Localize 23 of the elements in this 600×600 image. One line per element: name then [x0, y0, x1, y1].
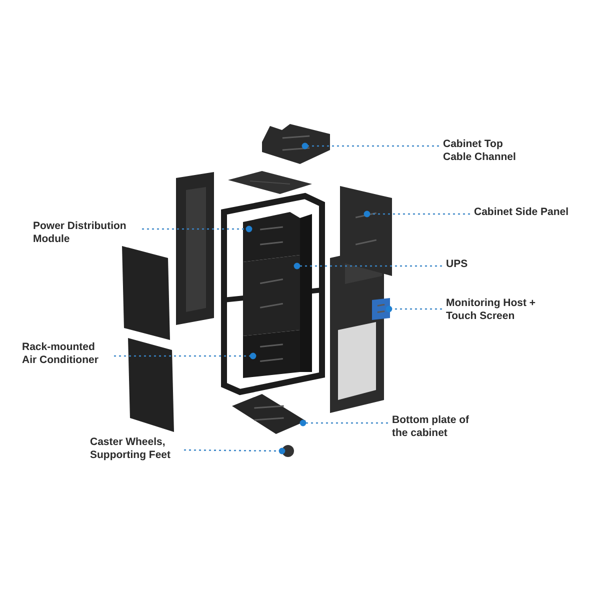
part-label: Cabinet Side Panel [474, 206, 570, 219]
cable-channel-part [262, 124, 330, 164]
power-module-part [243, 212, 300, 262]
ups-part [243, 255, 300, 336]
part-label: UPS [446, 258, 469, 271]
part-label: Power Distribution Module [33, 220, 128, 246]
bottom-plate-part [232, 394, 306, 434]
part-label: Cabinet Top Cable Channel [443, 138, 517, 164]
leader-line [184, 448, 286, 454]
leader-line [114, 352, 256, 360]
part-label: Caster Wheels, Supporting Feet [90, 436, 172, 462]
part-label: Bottom plate of the cabinet [392, 414, 470, 440]
part-label: Rack-mounted Air Conditioner [22, 341, 100, 367]
part-label: Monitoring Host + Touch Screen [446, 297, 537, 323]
air-conditioner-part [243, 330, 300, 378]
leader-line [302, 142, 439, 150]
caster-wheel-part [282, 445, 294, 457]
leader-line [300, 420, 388, 426]
leader-line [386, 306, 442, 312]
side-panel-part [340, 186, 392, 276]
leader-line [364, 210, 470, 218]
leader-line [294, 262, 442, 270]
leader-line [142, 226, 252, 232]
